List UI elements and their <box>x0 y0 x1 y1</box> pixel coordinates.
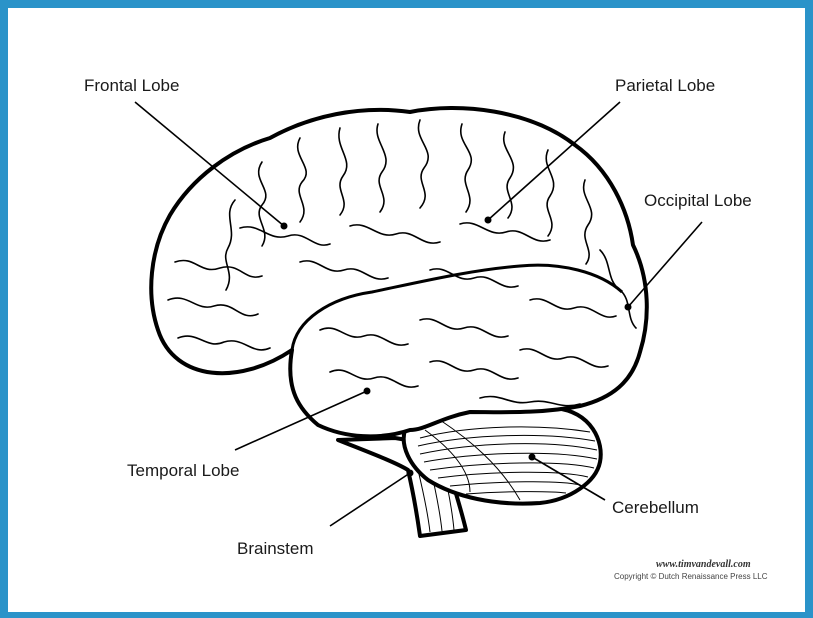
dot-temporal <box>364 388 371 395</box>
brain-illustration <box>8 8 805 612</box>
copyright-notice: Copyright © Dutch Renaissance Press LLC <box>614 572 768 581</box>
leader-brainstem <box>330 473 410 526</box>
dot-brainstem <box>407 470 414 477</box>
label-brainstem: Brainstem <box>237 539 314 559</box>
label-occipital-lobe: Occipital Lobe <box>644 191 752 211</box>
website-credit: www.timvandevall.com <box>656 559 751 570</box>
label-frontal-lobe: Frontal Lobe <box>84 76 179 96</box>
label-temporal-lobe: Temporal Lobe <box>127 461 239 481</box>
dot-frontal <box>281 223 288 230</box>
dot-cerebellum <box>529 454 536 461</box>
dot-occipital <box>625 304 632 311</box>
label-cerebellum: Cerebellum <box>612 498 699 518</box>
dot-parietal <box>485 217 492 224</box>
cerebrum-shape <box>151 108 647 436</box>
label-parietal-lobe: Parietal Lobe <box>615 76 715 96</box>
